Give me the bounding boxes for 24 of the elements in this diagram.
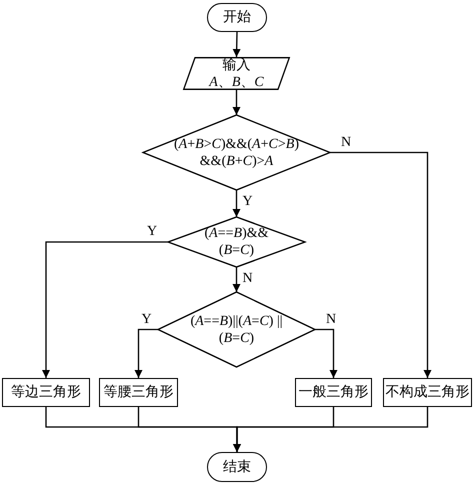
condition-text: (A==B)&&(B=C) bbox=[203, 225, 270, 259]
arrow bbox=[232, 90, 240, 115]
decision-diamond bbox=[158, 292, 315, 367]
arrow bbox=[134, 328, 158, 378]
node-text: 输入 bbox=[222, 56, 250, 74]
process-box: 一般三角形 bbox=[295, 378, 372, 407]
condition-text: (A==B)||(A=C) ||(B=C) bbox=[189, 312, 284, 346]
terminal-box: 结束 bbox=[207, 452, 267, 482]
arrow bbox=[232, 190, 240, 217]
process-box: 等边三角形 bbox=[2, 378, 90, 407]
input-parallelogram bbox=[183, 57, 290, 90]
terminal-box: 开始 bbox=[207, 3, 267, 32]
decision-diamond bbox=[143, 115, 330, 190]
arrow bbox=[232, 267, 240, 292]
arrow bbox=[42, 241, 168, 378]
arrow bbox=[315, 328, 338, 378]
arrow bbox=[232, 32, 241, 58]
decision-diamond bbox=[168, 217, 305, 267]
condition-text: (A+B>C)&&(A+C>B) &&(B+C)>A bbox=[172, 136, 300, 170]
process-box: 等腰三角形 bbox=[99, 378, 178, 407]
arrow bbox=[233, 407, 428, 452]
arrow bbox=[330, 152, 432, 378]
process-box: 不构成三角形 bbox=[383, 378, 472, 407]
node-text: A、B、C bbox=[209, 74, 264, 90]
